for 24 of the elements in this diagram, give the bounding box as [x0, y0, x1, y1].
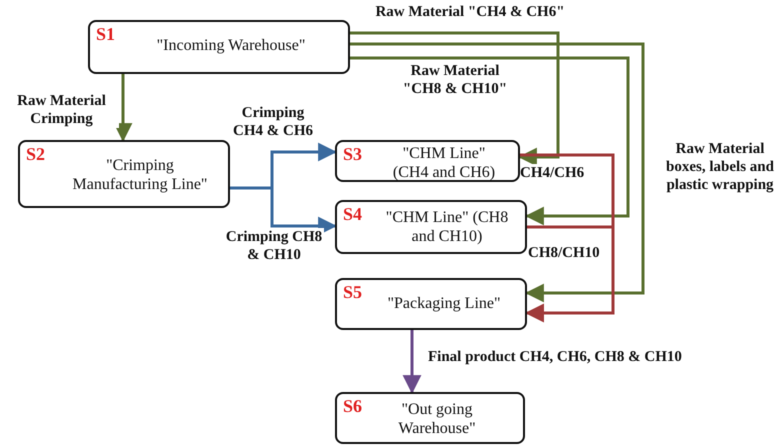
process-box	[335, 278, 527, 330]
step-name: "Incoming Warehouse"	[156, 36, 306, 55]
step-number: S6	[343, 396, 362, 416]
process-box	[18, 140, 230, 208]
arrow	[114, 74, 132, 142]
arrow	[402, 330, 422, 394]
step-number: S4	[343, 204, 362, 224]
step-name: "Out going Warehouse"	[397, 400, 477, 438]
step-name: "Packaging Line"	[386, 294, 502, 313]
process-box	[335, 200, 527, 254]
step-number: S1	[96, 24, 116, 44]
arrow	[350, 56, 630, 226]
arrow	[350, 32, 560, 166]
step-number: S3	[343, 144, 362, 164]
step-name: "Crimping Manufacturing Line"	[72, 156, 208, 194]
arrow	[525, 226, 614, 322]
step-name: "CHM Line" (CH4 and CH6)	[392, 144, 496, 182]
process-box	[88, 20, 350, 74]
step-number: S5	[343, 282, 362, 302]
process-box	[335, 392, 525, 444]
step-name: "CHM Line" (CH8 and CH10)	[384, 208, 510, 246]
process-box	[335, 140, 520, 182]
step-number: S2	[26, 144, 46, 164]
arrow	[350, 42, 644, 302]
